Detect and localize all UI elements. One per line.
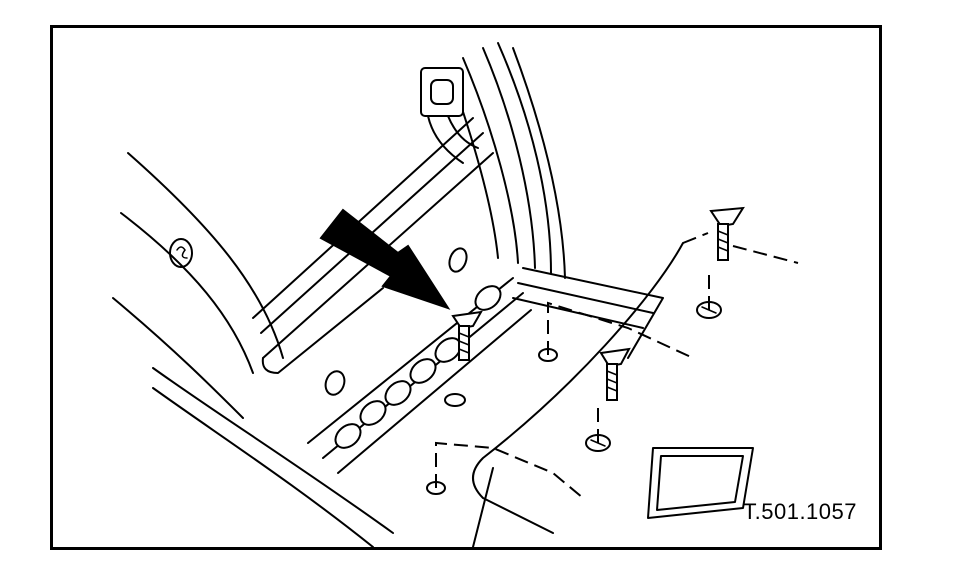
door-frame: [253, 43, 565, 373]
assembly-dashed-lines: [436, 233, 798, 498]
pointer-arrow: [319, 208, 451, 310]
lower-panel: [473, 243, 753, 547]
screw-hinge: [453, 312, 481, 360]
figure-frame: T.501.1057: [50, 25, 882, 550]
mounting-holes: [427, 302, 721, 494]
reference-label: T.501.1057: [743, 499, 857, 524]
screw-right: [711, 208, 743, 260]
latch-block: [421, 68, 478, 163]
technical-drawing: [53, 28, 879, 547]
left-body-panel: [113, 153, 393, 547]
hinge: [308, 246, 531, 473]
screw-middle: [601, 349, 629, 400]
